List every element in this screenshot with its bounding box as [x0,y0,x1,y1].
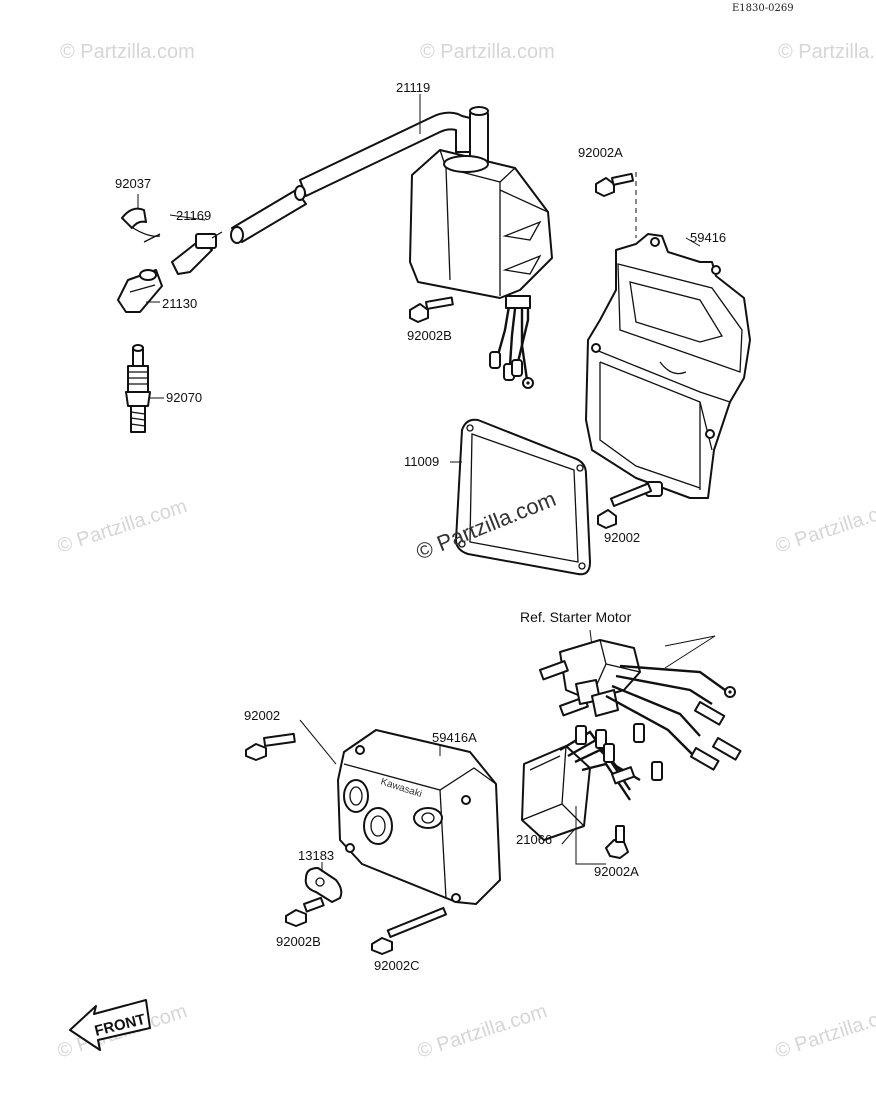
part-label-92002A-lower: 92002A [594,864,639,879]
diagram-code: E1830-0269 [732,3,794,14]
part-label-59416A: 59416A [432,730,477,745]
part-label-92037: 92037 [115,176,151,191]
spark-plug-cap [117,269,163,313]
relay-wires [605,664,742,771]
watermark: © Partzilla.com [773,495,876,558]
part-label-92002-lower: 92002 [244,708,280,723]
bolt-92002B-lower [285,896,325,927]
leader-line [561,829,575,845]
bolt-92002C [371,906,448,955]
reference-note: Ref. Starter Motor [520,609,632,625]
gasket [455,418,591,576]
watermark: © Partzilla.com [420,41,555,63]
watermark: © Partzilla.com [55,495,190,558]
part-label-13183: 13183 [298,848,334,863]
part-label-92002A-top: 92002A [578,145,623,160]
leader-line [664,635,716,647]
part-label-92002-mid: 92002 [604,530,640,545]
part-label-21169: 21169 [176,208,211,223]
mounting-box [585,233,751,499]
cover: Kawasaki [337,729,501,905]
bolt-92002-mid [597,482,653,529]
spark-plug [125,344,151,433]
part-label-21066: 21066 [516,832,552,847]
starter-relay [538,639,641,717]
part-label-92070: 92070 [166,390,202,405]
ignition-coil [230,106,553,389]
part-label-92002B-top: 92002B [407,328,452,343]
watermark: © Partzilla.com [60,41,195,63]
watermark: © Partzilla.com [773,1000,876,1063]
watermark: © Partzilla.com [415,1000,550,1063]
leader-line [299,719,337,765]
screw-92002A-top [595,172,635,197]
bracket [304,867,343,903]
part-label-21130: 21130 [162,296,197,311]
leader-line [575,806,606,865]
part-label-59416: 59416 [690,230,726,245]
front-direction-arrow: FRONT [69,999,151,1051]
leader-line [685,237,701,247]
leader-line [169,214,206,221]
connector-21169 [171,231,223,275]
bolt-92002B-top [409,296,454,323]
clip-92037 [121,207,161,243]
regulator [521,723,663,841]
part-label-92002C: 92002C [374,958,420,973]
leader-line [664,635,716,669]
bolt-92002-lower [245,732,296,761]
part-label-11009: 11009 [404,454,439,469]
part-label-21119: 21119 [396,80,430,95]
screw-92002A-lower [605,825,629,859]
watermark: © Partzilla.com [778,41,876,63]
part-label-92002B-lower: 92002B [276,934,321,949]
